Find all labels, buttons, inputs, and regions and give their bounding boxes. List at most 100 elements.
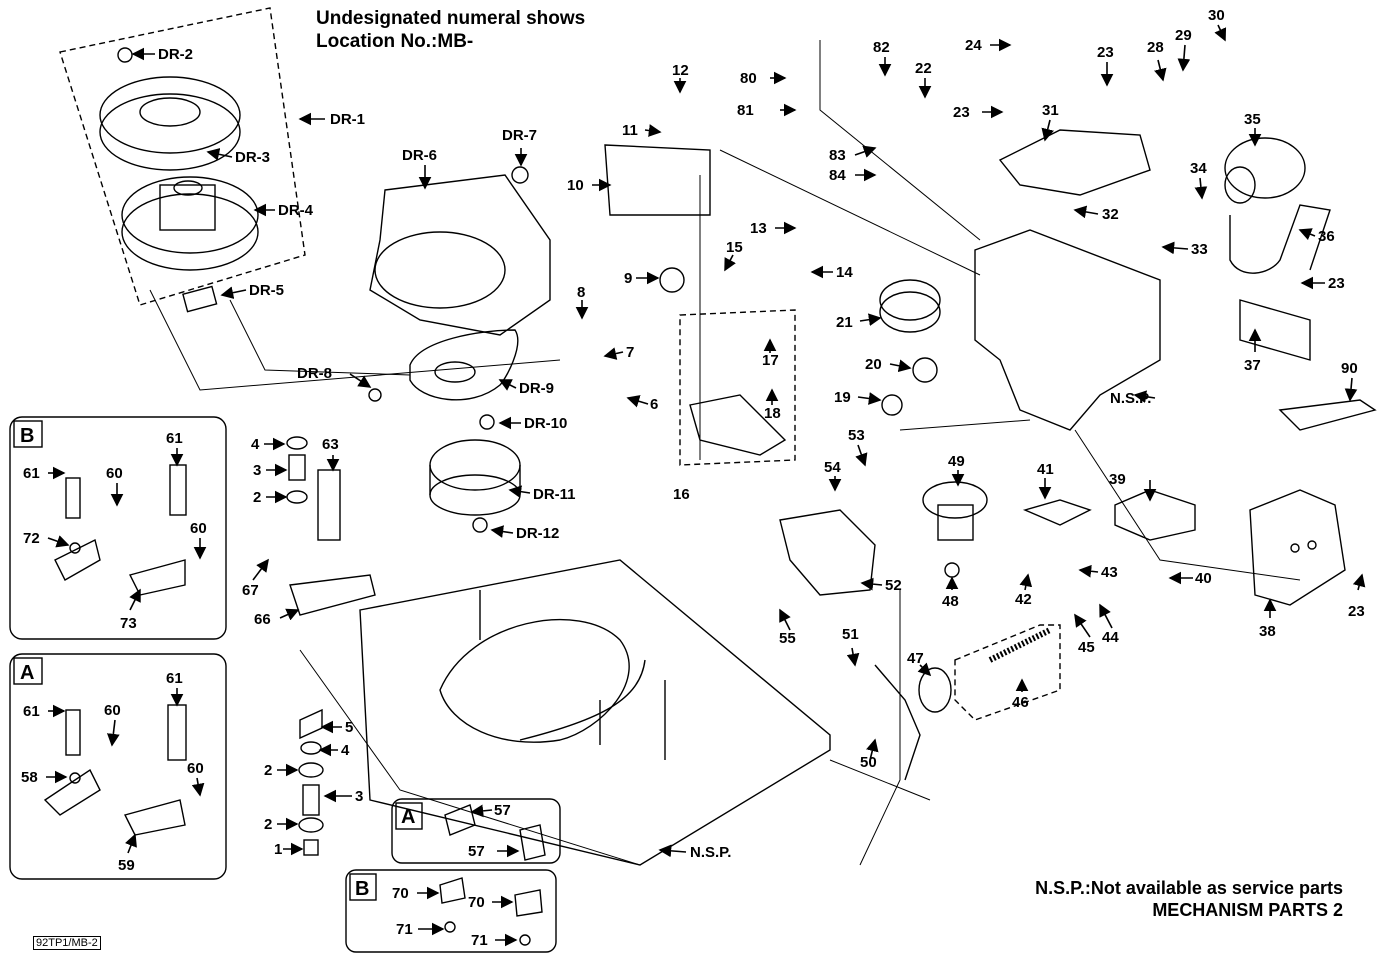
- part-39: [1114, 489, 1196, 541]
- label-46: 46: [1012, 694, 1029, 711]
- label-14: 14: [836, 264, 853, 281]
- label-63: 63: [322, 436, 339, 453]
- label-42: 42: [1015, 591, 1032, 608]
- inset-a-small-frame: [391, 798, 561, 864]
- label-71a: 71: [396, 921, 413, 938]
- label-57a: 57: [494, 802, 511, 819]
- label-70a: 70: [392, 885, 409, 902]
- label-23c: 23: [1328, 275, 1345, 292]
- label-41: 41: [1037, 461, 1054, 478]
- label-20: 20: [865, 356, 882, 373]
- label-60b: 60: [190, 520, 207, 537]
- label-dr12: DR-12: [516, 525, 559, 542]
- label-4a: 4: [251, 436, 260, 453]
- label-38: 38: [1259, 623, 1276, 640]
- dr1-group-outline: [59, 7, 306, 306]
- label-52: 52: [885, 577, 902, 594]
- label-6: 6: [650, 396, 658, 413]
- label-61a: 61: [23, 465, 40, 482]
- label-3a: 3: [253, 462, 261, 479]
- label-60c: 60: [104, 702, 121, 719]
- label-61d: 61: [166, 670, 183, 687]
- label-dr8: DR-8: [297, 365, 332, 382]
- label-8: 8: [577, 284, 585, 301]
- page-code: 92TP1/MB-2: [33, 936, 101, 950]
- label-58: 58: [21, 769, 38, 786]
- gear-20: [912, 357, 938, 383]
- label-48: 48: [942, 593, 959, 610]
- label-53: 53: [848, 427, 865, 444]
- part-66: [289, 574, 376, 616]
- label-71b: 71: [471, 932, 488, 949]
- header-line-2: Location No.:MB-: [316, 31, 474, 52]
- bracket-31: [998, 129, 1151, 196]
- label-21: 21: [836, 314, 853, 331]
- label-67: 67: [242, 582, 259, 599]
- label-90: 90: [1341, 360, 1358, 377]
- label-5: 5: [345, 719, 353, 736]
- header-line-1: Undesignated numeral shows: [316, 8, 586, 29]
- label-22: 22: [915, 60, 932, 77]
- label-59: 59: [118, 857, 135, 874]
- label-40: 40: [1195, 570, 1212, 587]
- board-37: [1239, 299, 1311, 361]
- label-15: 15: [726, 239, 743, 256]
- label-18: 18: [764, 405, 781, 422]
- label-82: 82: [873, 39, 890, 56]
- label-54: 54: [824, 459, 841, 476]
- motor-35: [1224, 137, 1306, 199]
- label-24: 24: [965, 37, 982, 54]
- label-23d: 23: [1348, 603, 1365, 620]
- inset-a-small-letter: A: [401, 806, 415, 828]
- part-52: [779, 509, 876, 596]
- belt-90: [1278, 399, 1377, 431]
- inset-a-letter: A: [20, 662, 34, 684]
- label-13: 13: [750, 220, 767, 237]
- label-dr2: DR-2: [158, 46, 193, 63]
- label-83: 83: [829, 147, 846, 164]
- label-31: 31: [1042, 102, 1059, 119]
- label-dr5: DR-5: [249, 282, 284, 299]
- label-60d: 60: [187, 760, 204, 777]
- worm-group-46: [954, 624, 1061, 721]
- part-dr9: [409, 329, 519, 401]
- label-70b: 70: [468, 894, 485, 911]
- part-dr11: [429, 439, 521, 491]
- label-nsp-1: N.S.P.: [1110, 390, 1151, 407]
- label-2c: 2: [264, 816, 272, 833]
- plate-38: [1249, 489, 1346, 606]
- group-16: [679, 309, 796, 466]
- label-3b: 3: [355, 788, 363, 805]
- label-dr7: DR-7: [502, 127, 537, 144]
- inset-b-small-letter: B: [355, 878, 369, 900]
- label-4b: 4: [341, 742, 350, 759]
- label-9: 9: [624, 270, 632, 287]
- label-49: 49: [948, 453, 965, 470]
- label-35: 35: [1244, 111, 1261, 128]
- inset-b-small-frame: [345, 869, 557, 953]
- label-45: 45: [1078, 639, 1095, 656]
- inset-b-letter: B: [20, 425, 34, 447]
- label-47: 47: [907, 650, 924, 667]
- lever-50: [874, 664, 921, 781]
- main-chassis: [359, 559, 831, 866]
- label-51: 51: [842, 626, 859, 643]
- label-50: 50: [860, 754, 877, 771]
- bracket-10: [604, 144, 711, 216]
- label-19: 19: [834, 389, 851, 406]
- label-dr11: DR-11: [533, 486, 576, 503]
- label-61b: 61: [166, 430, 183, 447]
- gear-19: [881, 394, 903, 416]
- part-41: [1022, 499, 1092, 526]
- part-dr5: [182, 285, 218, 313]
- label-84: 84: [829, 167, 846, 184]
- drum-base-dr6: [369, 174, 551, 336]
- label-43: 43: [1101, 564, 1118, 581]
- label-23b: 23: [1097, 44, 1114, 61]
- pulley-dr4: [121, 176, 259, 254]
- pulley-dr3: [99, 76, 241, 154]
- label-72: 72: [23, 530, 40, 547]
- nsp-note: N.S.P.:Not available as service parts: [1035, 878, 1343, 898]
